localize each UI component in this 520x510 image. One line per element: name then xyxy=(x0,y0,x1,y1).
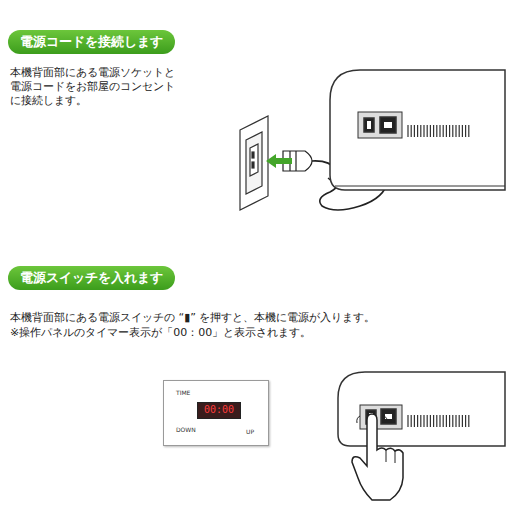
timer-display: 00:00 xyxy=(197,402,241,419)
section-heading: 電源コードを接続します xyxy=(8,30,175,54)
panel-label: UP xyxy=(246,428,254,435)
machine-back xyxy=(330,70,505,190)
panel-label: TIME xyxy=(176,389,190,396)
control-panel: TIME DOWN UP 00:00 xyxy=(163,380,269,446)
instruction-text: 本機背面部にある電源スイッチの “▮” を押すと、本機に電源が入ります。 xyxy=(10,311,515,325)
display-digits: 00:00 xyxy=(204,404,234,415)
heading-text: 電源コードを接続します xyxy=(20,34,163,49)
pressing-hand xyxy=(352,414,403,500)
wall-outlet xyxy=(240,116,268,210)
heading-text: 電源スイッチを入れます xyxy=(20,270,163,285)
machine-back xyxy=(338,372,505,446)
panel-label: DOWN xyxy=(176,426,196,433)
instruction-text: 本機背面部にある電源ソケットと 電源コードをお部屋のコンセント に接続します。 xyxy=(10,66,182,108)
section-heading: 電源スイッチを入れます xyxy=(8,266,175,290)
note-text: ※操作パネルのタイマー表示が「00：00」と表示されます。 xyxy=(10,326,515,340)
